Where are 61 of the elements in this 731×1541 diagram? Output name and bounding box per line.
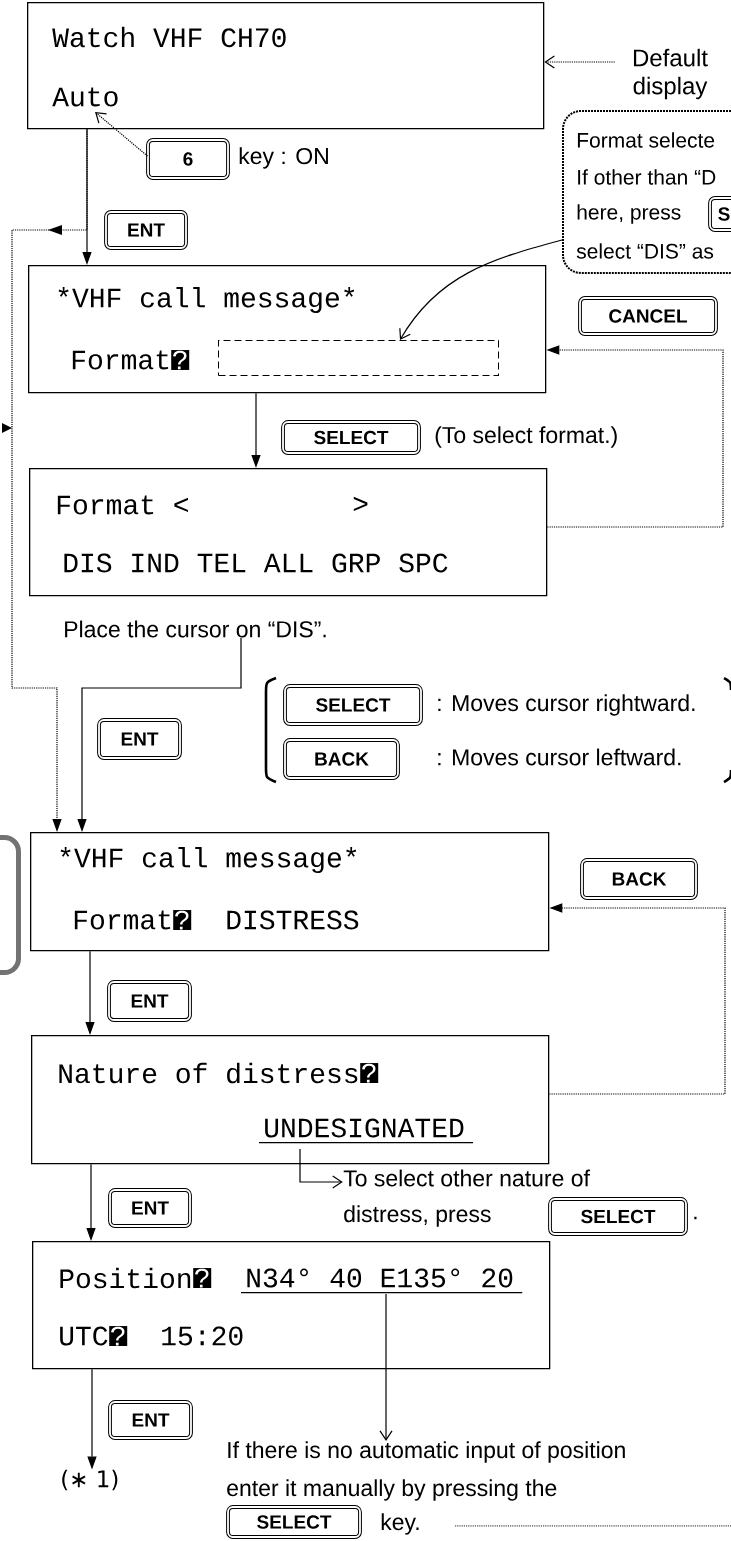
- display-text: N34° 40 E135° 20: [240, 1268, 523, 1294]
- arrow: [95, 112, 149, 157]
- key-button: SELECT: [548, 1197, 688, 1236]
- display-text: Format <: [57, 495, 188, 515]
- display-text: *VHF call message*: [60, 847, 357, 874]
- display-text: Watch VHF CH70: [52, 26, 286, 48]
- note-text: select “DIS” as: [576, 243, 714, 259]
- display-text: UNDESIGNATED: [258, 1118, 474, 1144]
- key-button: ENT: [107, 980, 192, 1022]
- note-text: Format selecte: [577, 132, 715, 148]
- key-button: SELECT: [226, 1505, 362, 1539]
- arrow: [379, 1293, 393, 1441]
- key-button: SELECT: [281, 420, 421, 455]
- note-text: Default display: [633, 48, 708, 100]
- note-text: If there is no automatic input of position: [228, 1441, 625, 1463]
- display-text: DIS IND TEL ALL GRP SPC: [64, 553, 448, 573]
- note-text: enter it manually by pressing the: [227, 1479, 557, 1501]
- key-button: 6: [146, 138, 230, 180]
- note-text: To select other nature of: [343, 1169, 590, 1187]
- arrow: [399, 239, 563, 340]
- arrow: [548, 903, 726, 1095]
- key-label: : Moves cursor leftward.: [438, 748, 681, 766]
- arrow: [544, 55, 616, 69]
- note-text: .: [694, 1216, 697, 1220]
- key-button: S: [708, 196, 731, 232]
- key-label: key : ON: [239, 147, 328, 169]
- display-text: Format: [74, 910, 171, 930]
- cursor-box: ?: [173, 910, 192, 930]
- key-button: ENT: [108, 1400, 193, 1440]
- arrow: [299, 1148, 343, 1189]
- note-text: distress, press: [344, 1205, 491, 1227]
- display-text: Auto: [52, 87, 118, 107]
- display-text: Format: [72, 350, 169, 370]
- input-field: [218, 340, 499, 376]
- key-label: (To select format.): [435, 426, 617, 448]
- cursor-box: ?: [171, 350, 190, 370]
- key-label: : Moves cursor rightward.: [438, 694, 695, 716]
- key-button: SELECT: [283, 684, 423, 726]
- key-button: ENT: [97, 718, 182, 760]
- note-text: (∗ 1): [62, 1469, 118, 1491]
- display-text: DISTRESS: [227, 910, 359, 930]
- note-bubble: [0, 835, 21, 975]
- key-button: BACK: [283, 738, 400, 780]
- cursor-box: ?: [109, 1326, 128, 1346]
- display-text: UTC: [60, 1326, 108, 1346]
- cursor-box: ?: [193, 1268, 212, 1288]
- display-text: Position: [60, 1267, 191, 1289]
- display-text: >: [353, 496, 368, 512]
- cursor-box: ?: [360, 1063, 379, 1083]
- note-text: Place the cursor on “DIS”.: [65, 620, 326, 638]
- note-text: here, press: [577, 204, 681, 224]
- key-button: ENT: [108, 1188, 192, 1228]
- display-text: Nature of distress: [59, 1062, 358, 1084]
- key-button: CANCEL: [578, 296, 718, 336]
- key-button: ENT: [104, 210, 188, 250]
- display-text: *VHF call message*: [58, 286, 355, 314]
- key-button: BACK: [580, 858, 698, 900]
- note-text: key.: [381, 1513, 419, 1535]
- display-text: 15:20: [162, 1326, 243, 1346]
- arrow: [546, 345, 724, 528]
- note-text: If other than “D: [578, 169, 716, 185]
